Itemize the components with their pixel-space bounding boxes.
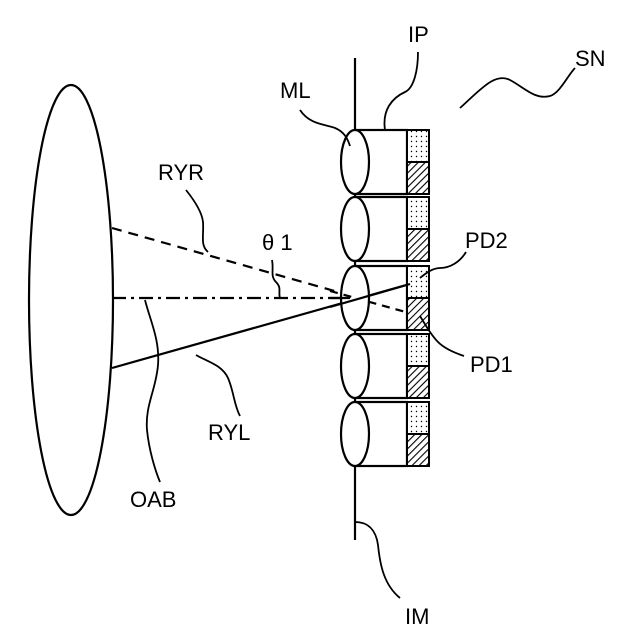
photodiode-lower (407, 366, 429, 398)
label-pd1: PD1 (470, 352, 513, 377)
label-ip: IP (408, 22, 429, 47)
ray-right-dashed (112, 228, 352, 296)
leader-ml (300, 110, 350, 146)
pixel-row-3 (341, 266, 429, 330)
pixel-row-1 (341, 130, 429, 194)
label-theta: θ 1 (262, 230, 293, 255)
leader-theta (272, 260, 280, 298)
pixel-array (341, 130, 429, 466)
label-ryl: RYL (208, 420, 250, 445)
leader-ip (384, 52, 418, 130)
microlens (341, 334, 369, 398)
microlens (341, 130, 369, 194)
leader-ryr (186, 190, 208, 252)
label-im: IM (405, 604, 429, 629)
photodiode-upper (407, 402, 429, 434)
pixel-row-4 (341, 334, 429, 398)
photodiode-lower (407, 162, 429, 194)
photodiode-pd2 (407, 266, 429, 298)
leader-im (355, 522, 400, 598)
photodiode-upper (407, 130, 429, 162)
microlens (341, 402, 369, 466)
label-ml: ML (280, 78, 311, 103)
photodiode-upper (407, 334, 429, 366)
microlens (341, 197, 369, 261)
label-sn: SN (575, 46, 606, 71)
photodiode-lower (407, 229, 429, 261)
label-ryr: RYR (158, 160, 204, 185)
label-oab: OAB (130, 487, 176, 512)
leader-ryl (196, 355, 240, 416)
photodiode-lower (407, 434, 429, 466)
exit-pupil-ellipse (29, 85, 113, 515)
pixel-row-2 (341, 197, 429, 261)
sensor-squiggle-sn (460, 68, 575, 108)
photodiode-upper (407, 197, 429, 229)
label-pd2: PD2 (465, 228, 508, 253)
leader-oab (145, 300, 160, 482)
pixel-row-5 (341, 402, 429, 466)
